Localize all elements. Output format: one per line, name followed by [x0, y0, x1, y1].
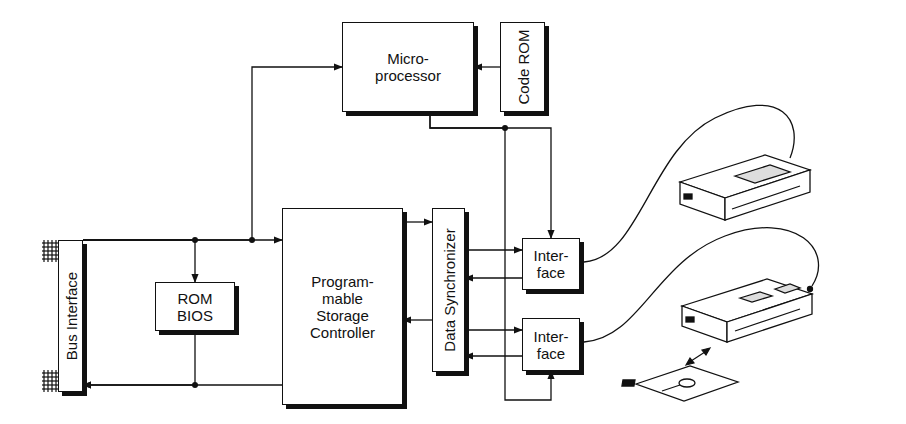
insert-arrow: [686, 348, 710, 365]
interface-box: Inter- face: [522, 238, 580, 290]
cables: [584, 105, 819, 342]
synchronizer-box: Data Synchronizer: [432, 208, 465, 372]
box-label: Inter- face: [528, 328, 574, 362]
bus-interface-box: Bus Interface: [58, 240, 83, 392]
box-label: Bus Interface: [62, 272, 79, 360]
signal-line: [474, 66, 500, 67]
box-label: Data Synchronizer: [440, 228, 457, 351]
signal-line: [83, 384, 282, 385]
rom-bios-box: ROM BIOS: [155, 282, 235, 331]
interface-box: Inter- face: [522, 318, 580, 371]
signal-line: [83, 240, 195, 282]
signal-line: [83, 331, 195, 385]
signal-line: [465, 249, 522, 250]
box-label: Micro- processor: [353, 50, 463, 84]
signal-line: [465, 277, 522, 278]
floppy-drive: [682, 279, 813, 342]
box-label: Program- mable Storage Controller: [298, 273, 388, 341]
box-label: ROM BIOS: [160, 290, 230, 324]
box-label: Inter- face: [528, 247, 574, 281]
box-label: Code ROM: [514, 29, 531, 104]
signal-line: [465, 355, 522, 356]
signal-line: [403, 221, 432, 222]
diskette: [622, 366, 738, 401]
processor-box: Micro- processor: [342, 22, 474, 112]
signal-line: [403, 319, 432, 320]
rom-box: Code ROM: [500, 22, 545, 112]
signal-line: [465, 329, 522, 330]
hard-disk-drive: [680, 155, 810, 220]
bus-pins: [42, 240, 58, 392]
controller-box: Program- mable Storage Controller: [282, 208, 403, 405]
